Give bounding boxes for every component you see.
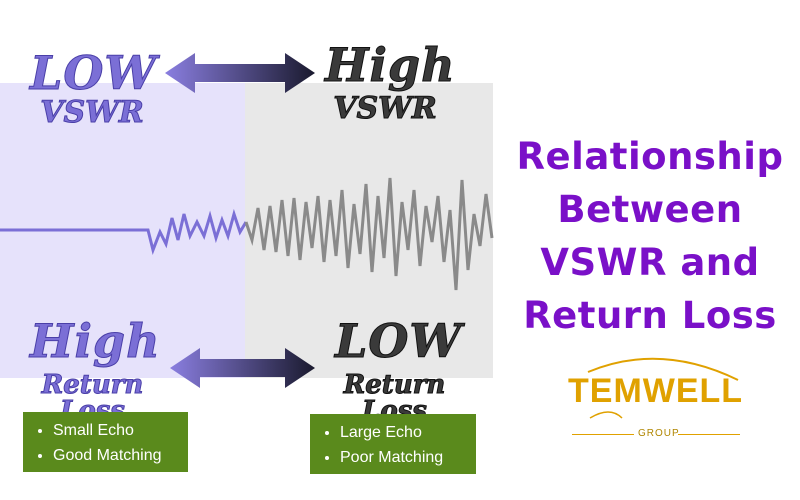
bottom-double-arrow: [170, 348, 315, 388]
top-left-label-line1: LOW: [30, 46, 158, 100]
high-reflection-signal: [244, 177, 494, 291]
bottom-right-label-line1: LOW: [335, 314, 463, 368]
title-line1: Relationship: [516, 135, 784, 178]
title-line4: Return Loss: [523, 294, 777, 337]
note-small-echo: Small Echo: [53, 418, 178, 443]
diagram-title: Relationship Between VSWR and Return Los…: [500, 130, 800, 342]
note-poor-matching: Poor Matching: [340, 445, 466, 470]
note-good-matching: Good Matching: [53, 443, 178, 468]
low-vswr-notes-box: Small Echo Good Matching: [23, 412, 188, 472]
top-double-arrow: [165, 53, 315, 93]
logo-rule-left: [572, 434, 634, 435]
top-left-label-line2: VSWR: [40, 95, 145, 130]
top-right-label-line1: High: [325, 38, 456, 92]
note-large-echo: Large Echo: [340, 420, 466, 445]
high-vswr-notes-box: Large Echo Poor Matching: [310, 414, 476, 474]
temwell-logo: TEMWELL: [568, 372, 744, 410]
temwell-logo-sub: GROUP: [638, 428, 680, 439]
logo-rule-right: [678, 434, 740, 435]
title-line3: VSWR and: [540, 241, 760, 284]
title-line2: Between: [557, 188, 743, 231]
bottom-left-label-line1: High: [30, 314, 161, 368]
low-reflection-signal: [0, 208, 248, 255]
top-right-label-line2: VSWR: [333, 91, 438, 126]
